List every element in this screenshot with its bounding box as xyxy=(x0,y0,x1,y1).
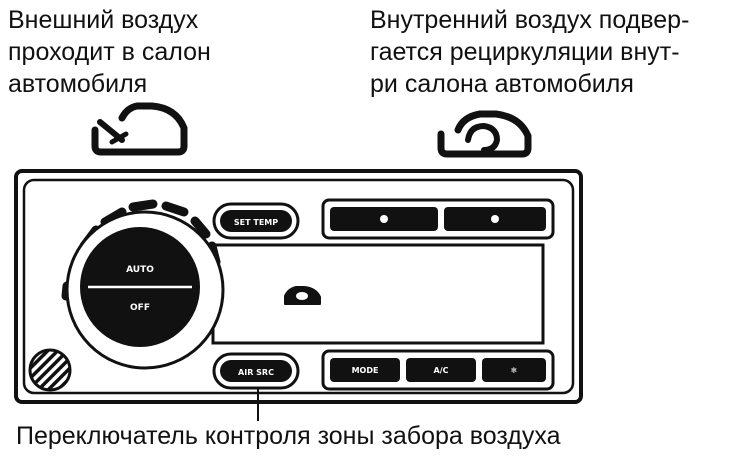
mode-button[interactable]: MODE xyxy=(330,358,400,382)
knob-bottom-label: OFF xyxy=(130,303,150,313)
defrost-icon: ❄ xyxy=(511,366,518,375)
air-source-label: AIR SRC xyxy=(238,368,274,377)
ac-label: A/C xyxy=(434,366,449,375)
knob-top-label: AUTO xyxy=(126,265,154,275)
recirculation-indicator-icon xyxy=(284,286,321,305)
fresh-air-caption: Внешний воздух проходит в салон автомоби… xyxy=(8,6,211,98)
air-source-switch[interactable]: AIR SRC xyxy=(212,352,300,390)
recirculation-icon xyxy=(437,110,532,158)
defrost-button[interactable]: ❄ xyxy=(482,358,546,382)
auxiliary-dial[interactable] xyxy=(28,348,72,392)
fresh-air-intake-icon xyxy=(91,102,188,156)
fan-down-button[interactable] xyxy=(330,207,438,231)
fan-up-button[interactable] xyxy=(444,207,546,231)
ac-button[interactable]: A/C xyxy=(406,358,476,382)
set-temp-label: SET TEMP xyxy=(234,218,278,227)
mode-label: MODE xyxy=(352,366,379,375)
temperature-knob-group[interactable]: AUTO OFF xyxy=(61,199,225,370)
display-window xyxy=(211,243,545,345)
switch-caption: Переключатель контроля зоны забора возду… xyxy=(16,422,561,450)
recirculation-caption: Внутренний воздух подвер- гается рецирку… xyxy=(370,6,690,98)
set-temp-button[interactable]: SET TEMP xyxy=(212,202,300,240)
